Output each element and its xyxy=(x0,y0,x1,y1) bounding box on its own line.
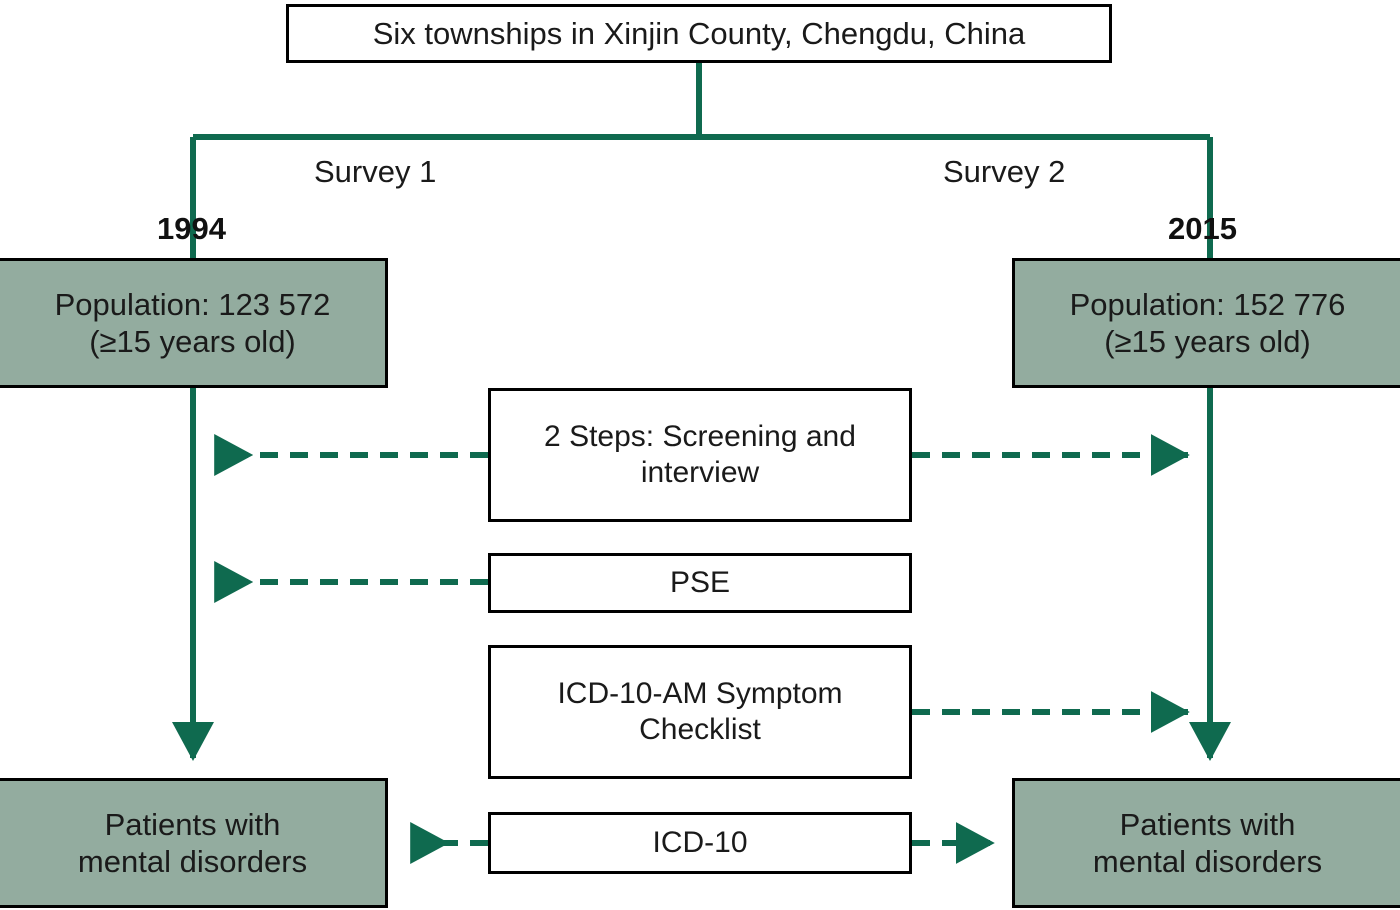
method-box-icd-10: ICD-10 xyxy=(488,812,912,874)
outcome-box-survey-1: Patients with mental disorders xyxy=(0,778,388,908)
population-box-survey-2-line-2: (≥15 years old) xyxy=(1104,324,1311,359)
population-box-survey-1: Population: 123 572 (≥15 years old) xyxy=(0,258,388,388)
method-box-screening-interview: 2 Steps: Screening and interview xyxy=(488,388,912,522)
outcome-box-survey-2-line-1: Patients with xyxy=(1119,806,1296,842)
outcome-box-survey-1-line-2: mental disorders xyxy=(77,844,308,879)
outcome-box-survey-2: Patients with mental disorders xyxy=(1012,778,1400,908)
method-box-icd-10-am-symptom-checklist-line-1: ICD-10-AM Symptom xyxy=(557,677,843,710)
survey-2-label: Survey 2 xyxy=(943,154,1066,189)
method-box-screening-interview-line-2: interview xyxy=(640,456,760,489)
method-box-pse: PSE xyxy=(488,553,912,613)
population-box-survey-2-line-1: Population: 152 776 xyxy=(1069,286,1346,322)
population-box-survey-1-line-2: (≥15 years old) xyxy=(89,324,296,359)
source-population-box: Six townships in Xinjin County, Chengdu,… xyxy=(286,4,1112,63)
survey-2-year: 2015 xyxy=(1168,211,1237,246)
method-box-icd-10-label: ICD-10 xyxy=(652,826,748,859)
survey-1-label: Survey 1 xyxy=(314,154,437,189)
population-box-survey-1-line-1: Population: 123 572 xyxy=(54,286,331,322)
population-box-survey-2: Population: 152 776 (≥15 years old) xyxy=(1012,258,1400,388)
method-box-pse-label: PSE xyxy=(669,566,731,599)
source-population-label: Six townships in Xinjin County, Chengdu,… xyxy=(372,15,1026,51)
method-box-screening-interview-line-1: 2 Steps: Screening and xyxy=(544,420,856,453)
method-box-icd-10-am-symptom-checklist-line-2: Checklist xyxy=(639,713,761,746)
outcome-box-survey-1-line-1: Patients with xyxy=(104,806,281,842)
survey-1-year: 1994 xyxy=(157,211,226,246)
method-box-icd-10-am-symptom-checklist: ICD-10-AM Symptom Checklist xyxy=(488,645,912,779)
outcome-box-survey-2-line-2: mental disorders xyxy=(1092,844,1323,879)
